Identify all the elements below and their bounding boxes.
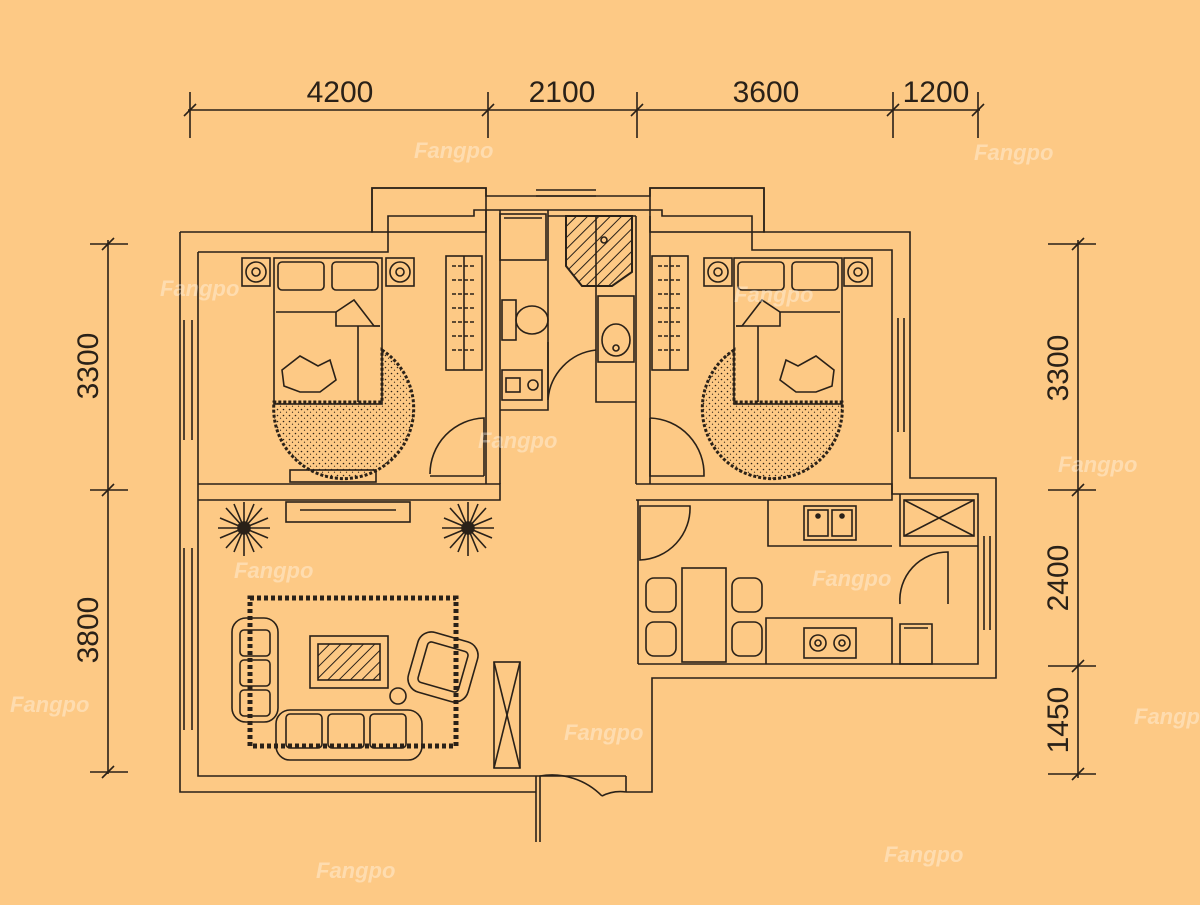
right-bedroom-wardrobe [651,255,689,371]
dim-left-1: 3300 [72,333,105,400]
watermark-logo: Fangpo [734,282,813,307]
tv-stand [285,501,411,523]
exterior-walls [179,187,997,842]
right-bedroom-bed [733,257,843,405]
dim-top-3: 3600 [733,76,800,109]
fridge [903,499,975,537]
top-dimension-line [183,92,985,138]
entrance-door [539,774,627,842]
dining-table [681,567,727,663]
left-bedroom-bed [273,257,383,405]
dim-right-1: 3300 [1042,335,1075,402]
dim-top-2: 2100 [529,76,596,109]
plant-left [218,502,270,556]
bathroom-cabinet [501,369,543,401]
left-bedroom-tv-cabinet [289,469,377,483]
dining-chairs [645,577,763,657]
left-bedroom-nightstand-right [385,257,415,287]
interior-walls [198,210,978,664]
armchair [407,631,479,703]
bathroom-shower [565,215,633,287]
left-bedroom-wardrobe [445,255,483,371]
watermark-logo: Fangpo [812,566,891,591]
right-dimension-line [1048,237,1096,781]
bedroom-right-door [649,417,705,477]
watermark-logo: Fangpo [884,842,963,867]
dim-left-2: 3800 [72,597,105,664]
sofa-bottom [275,709,423,761]
bathroom-washer [499,213,547,261]
bathroom-toilet [501,299,549,341]
kitchen-counter-bottom [765,617,893,664]
left-dimension-line [90,237,128,779]
watermark-logo: Fangpo [1134,704,1200,729]
watermark-logo: Fangpo [478,428,557,453]
watermark-logo: Fangpo [234,558,313,583]
watermark-logo: Fangpo [316,858,395,883]
coffee-table [309,635,389,689]
plant-right [442,502,494,556]
watermark-logo: Fangpo [1058,452,1137,477]
bedroom-left-door [429,417,485,477]
bathroom-sink [597,295,635,363]
dim-right-2: 2400 [1042,545,1075,612]
kitchen-door [639,505,691,561]
watermark-logo: Fangpo [10,692,89,717]
watermark-logo: Fangpo [160,276,239,301]
dim-right-3: 1450 [1042,687,1075,754]
living-room-rug [247,595,459,749]
bathroom-door [547,342,597,401]
side-table [389,687,407,705]
storage-unit [899,623,933,665]
kitchen-stove [803,627,857,659]
sofa-left [231,617,279,723]
watermark-logo: Fangpo [414,138,493,163]
living-room-cabinet [493,661,521,769]
right-bedroom-rug [700,347,844,481]
watermark-logo: Fangpo [974,140,1053,165]
watermark-logo: Fangpo [564,720,643,745]
right-bedroom-nightstand-left [703,257,733,287]
storage-door [899,551,949,605]
left-bedroom-nightstand-left [241,257,271,287]
dim-top-1: 4200 [307,76,374,109]
kitchen-sink [803,505,857,541]
left-bedroom-rug [272,347,416,481]
dim-top-4: 1200 [903,76,970,109]
right-bedroom-nightstand-right [843,257,873,287]
